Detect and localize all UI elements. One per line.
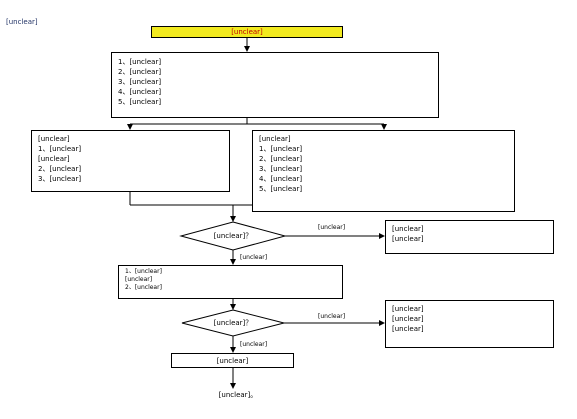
steps-line: 4、[unclear] bbox=[118, 88, 162, 96]
right-box-line: 3、[unclear] bbox=[259, 165, 303, 173]
steps-line: 3、[unclear] bbox=[118, 78, 162, 86]
right-box-line: 1、[unclear] bbox=[259, 145, 303, 153]
left-box-line: 1、[unclear] bbox=[38, 145, 82, 153]
result1-line: [unclear] bbox=[392, 225, 424, 233]
actions-line: [unclear] bbox=[125, 276, 153, 283]
actions-line: 2、[unclear] bbox=[125, 284, 162, 291]
steps-box: 1、[unclear] 2、[unclear] 3、[unclear] 4、[u… bbox=[111, 52, 439, 118]
decision1-label: [unclear]？ bbox=[213, 232, 253, 240]
decision2-no-label: [unclear] bbox=[240, 341, 268, 348]
right-box-line: 2、[unclear] bbox=[259, 155, 303, 163]
steps-line: 1、[unclear] bbox=[118, 58, 162, 66]
left-box-line: [unclear] bbox=[38, 155, 70, 163]
result2-line: [unclear] bbox=[392, 315, 424, 323]
page-title: [unclear] bbox=[6, 18, 38, 26]
right-box-line: [unclear] bbox=[259, 135, 291, 143]
decision1-no-label: [unclear] bbox=[240, 254, 268, 261]
result1-line: [unclear] bbox=[392, 235, 424, 243]
right-branch-box: [unclear] 1、[unclear] 2、[unclear] 3、[unc… bbox=[252, 130, 515, 212]
footer-note: [unclear]。 bbox=[218, 391, 258, 399]
actions-line: 1、[unclear] bbox=[125, 268, 162, 275]
decision2-label: [unclear]？ bbox=[213, 319, 253, 327]
left-box-line: 2、[unclear] bbox=[38, 165, 82, 173]
decision1-yes-label: [unclear] bbox=[318, 224, 346, 231]
result2-line: [unclear] bbox=[392, 325, 424, 333]
actions-box: 1、[unclear] [unclear] 2、[unclear] bbox=[118, 265, 343, 299]
left-box-line: 3、[unclear] bbox=[38, 175, 82, 183]
title-banner: [unclear] bbox=[151, 26, 343, 38]
left-box-line: [unclear] bbox=[38, 135, 70, 143]
result1-box: [unclear] [unclear] bbox=[385, 220, 554, 254]
result2-line: [unclear] bbox=[392, 305, 424, 313]
final-box: [unclear] bbox=[171, 353, 294, 368]
steps-line: 2、[unclear] bbox=[118, 68, 162, 76]
right-box-line: 5、[unclear] bbox=[259, 185, 303, 193]
left-branch-box: [unclear] 1、[unclear] [unclear] 2、[uncle… bbox=[31, 130, 230, 192]
decision2-yes-label: [unclear] bbox=[318, 313, 346, 320]
result2-box: [unclear] [unclear] [unclear] bbox=[385, 300, 554, 348]
right-box-line: 4、[unclear] bbox=[259, 175, 303, 183]
steps-line: 5、[unclear] bbox=[118, 98, 162, 106]
